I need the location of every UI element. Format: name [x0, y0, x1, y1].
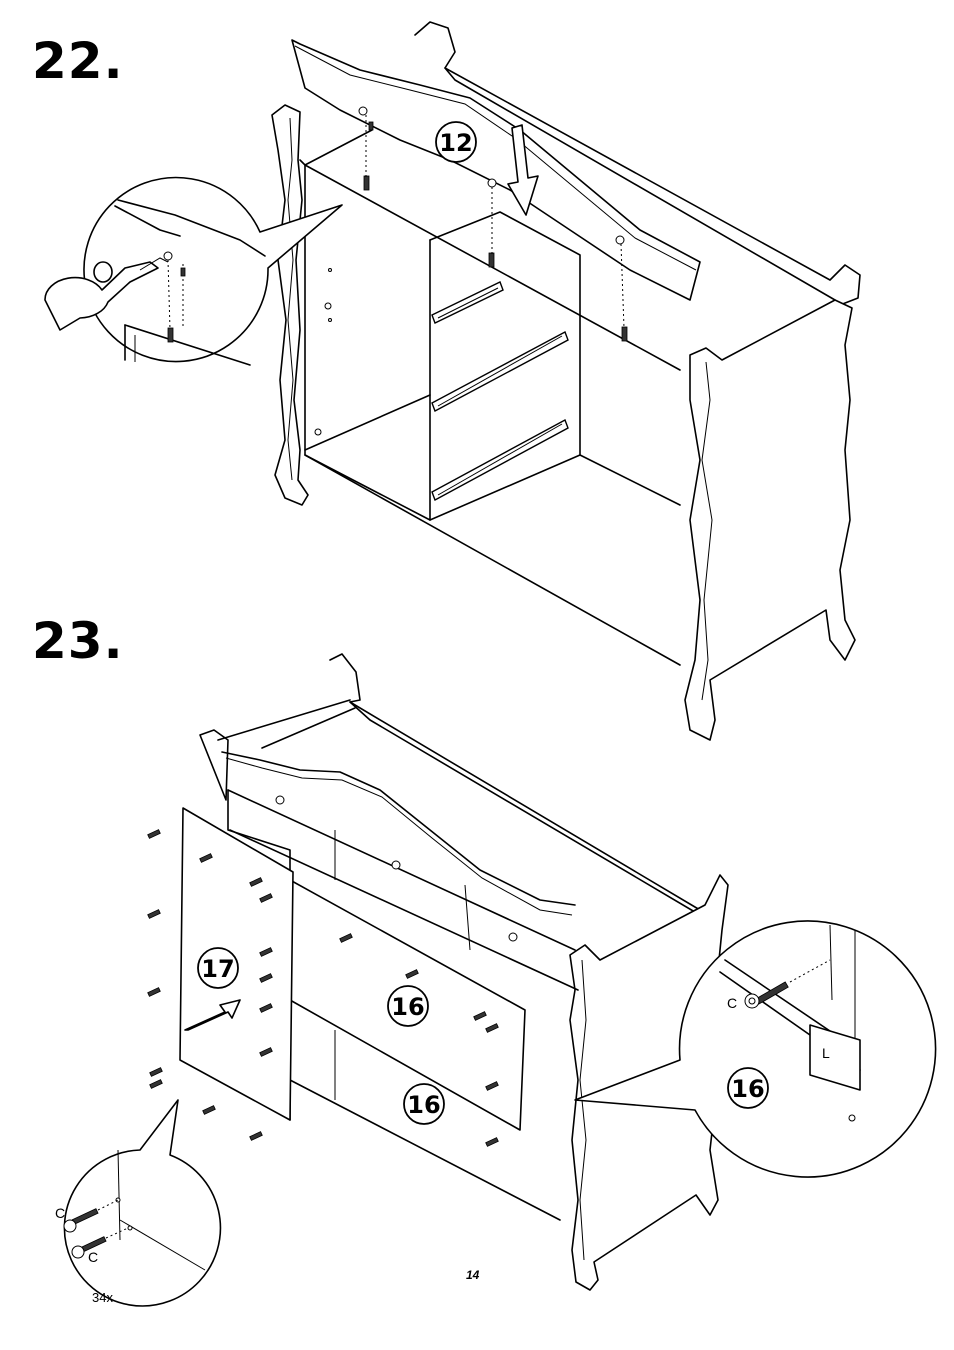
drawer-rails	[432, 282, 568, 500]
part-label-16-detail: 16	[731, 1075, 764, 1103]
part-label-16-lower: 16	[407, 1091, 440, 1119]
page-number: 14	[466, 1268, 479, 1282]
part-label-17: 17	[201, 955, 234, 983]
hardware-label-c-top: C	[55, 1205, 65, 1221]
step-23-left-detail-circle: C C 34x	[55, 1100, 220, 1306]
part-label-12: 12	[439, 129, 472, 157]
quantity-label: 34x	[92, 1290, 113, 1305]
step-23-drawing: 17 16 16 C L 16	[55, 654, 936, 1306]
step-22-drawing: 12	[45, 22, 860, 740]
hardware-label-c-right: C	[727, 995, 737, 1011]
part-label-16-upper: 16	[391, 993, 424, 1021]
hardware-label-c-bottom: C	[88, 1249, 98, 1265]
part-label-l: L	[822, 1045, 830, 1061]
